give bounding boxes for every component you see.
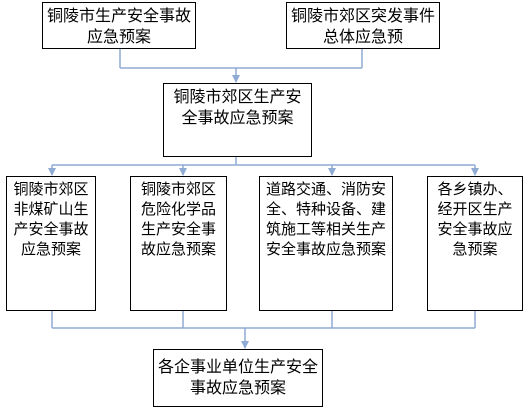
node-enterprises-units-plan: 各企事业单位生产安全事故应急预案: [153, 349, 323, 407]
node-suburb-general-emergency-plan: 铜陵市郊区突发事件总体应急预: [286, 2, 440, 49]
node-hazardous-chemicals-plan: 铜陵市郊区危险化学品生产安全事故应急预案: [130, 176, 227, 311]
node-city-production-safety-plan: 铜陵市生产安全事故应急预案: [42, 2, 196, 49]
node-townships-development-zone-plan: 各乡镇办、经开区生产安全事故应急预案: [427, 176, 523, 311]
node-non-coal-mine-plan: 铜陵市郊区非煤矿山生产安全事故应急预案: [6, 176, 96, 311]
node-suburb-production-safety-plan: 铜陵市郊区生产安全事故应急预案: [163, 83, 312, 157]
node-traffic-fire-equipment-construction-plan: 道路交通、消防安全、特种设备、建筑施工等相关生产安全事故应急预案: [259, 176, 393, 311]
